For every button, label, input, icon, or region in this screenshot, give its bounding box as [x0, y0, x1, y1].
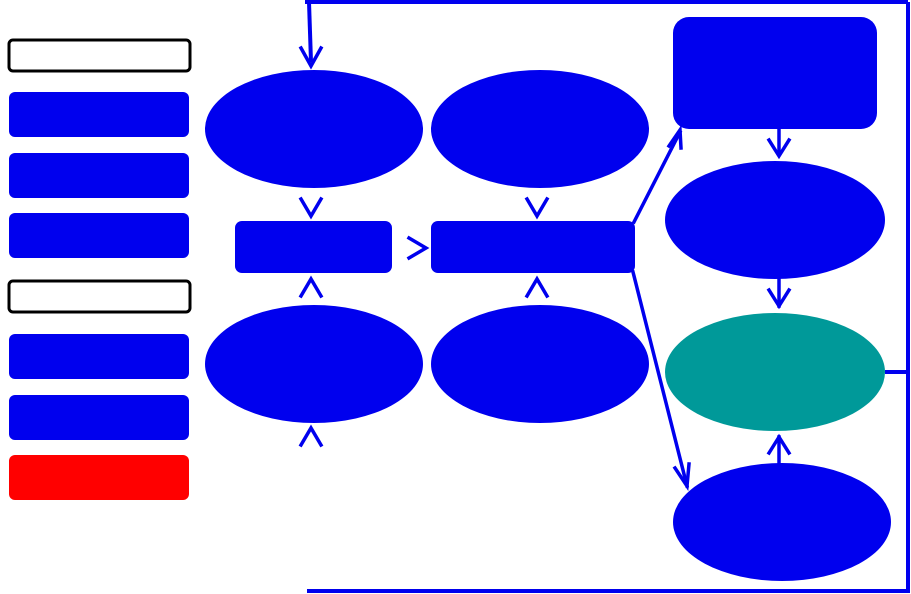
feedback-loop-top [305, 0, 908, 4]
legend [7, 38, 192, 500]
arrow-to-right-lower [672, 462, 691, 492]
ellipse-right-highlight [665, 313, 885, 431]
connectors [298, 45, 792, 492]
feedback-loop-down [307, 1, 313, 63]
legend-swatch-1 [7, 38, 192, 73]
arrow-up-bottom-left [298, 424, 324, 448]
feedback-loop-frame [305, 0, 910, 593]
legend-swatch-3 [9, 153, 189, 198]
legend-swatch-4 [9, 213, 189, 258]
link-center-box-to-right-lower [630, 269, 690, 489]
arrow-to-right-upper [766, 137, 792, 160]
link-center-box-to-top-right [631, 129, 683, 225]
box-middle-left [235, 221, 392, 273]
arrow-left-to-center-box [406, 235, 430, 261]
arrow-to-right-highlight [766, 287, 792, 310]
feedback-loop-right [307, 2, 910, 593]
ellipse-right-lower [673, 463, 891, 581]
nodes [205, 17, 891, 581]
legend-swatch-5 [7, 279, 192, 314]
box-top-right [673, 17, 877, 129]
legend-swatch-7 [9, 395, 189, 440]
ellipse-right-upper [665, 161, 885, 279]
arrow-down-middle [524, 196, 550, 220]
box-middle-center [431, 221, 635, 273]
ellipse-top-middle [431, 70, 649, 188]
ellipse-top-left [205, 70, 423, 188]
arrow-frame-to-top-left [298, 45, 324, 70]
legend-swatch-8 [9, 455, 189, 500]
arrow-to-top-right [666, 124, 683, 150]
legend-swatch-2 [9, 92, 189, 137]
arrow-up-to-highlight [766, 433, 792, 456]
arrow-up-left [298, 275, 324, 299]
ellipse-bottom-left [205, 305, 423, 423]
ellipse-bottom-middle [431, 305, 649, 423]
legend-swatch-6 [9, 334, 189, 379]
arrow-down-left [298, 196, 324, 220]
arrow-up-middle [524, 275, 550, 299]
